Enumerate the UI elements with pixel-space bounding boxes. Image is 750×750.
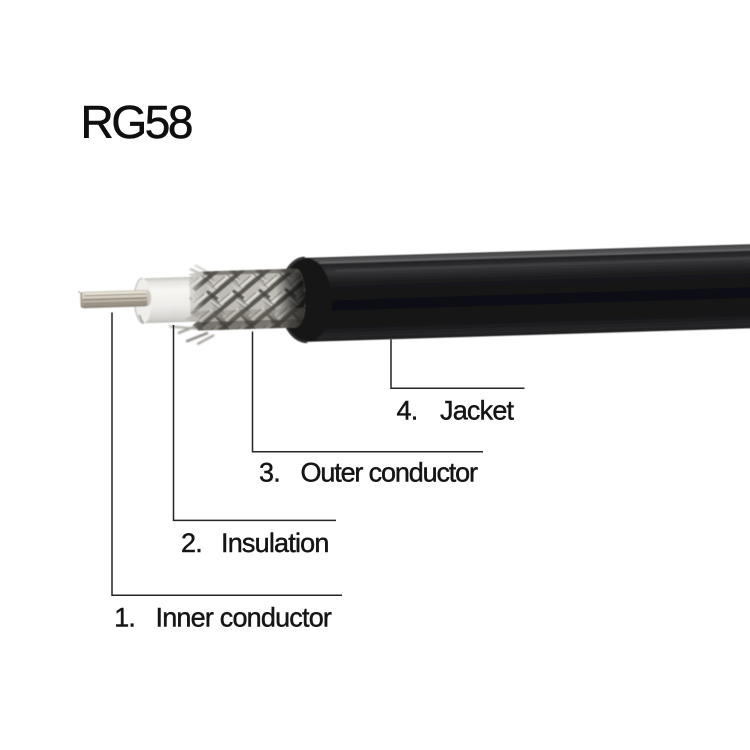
svg-text:Outer conductor: Outer conductor bbox=[301, 458, 479, 488]
svg-text:1.: 1. bbox=[114, 602, 135, 632]
svg-text:4.: 4. bbox=[397, 395, 418, 425]
svg-text:Insulation: Insulation bbox=[221, 528, 329, 558]
svg-text:Inner conductor: Inner conductor bbox=[156, 602, 332, 632]
svg-text:3.: 3. bbox=[259, 458, 280, 488]
svg-text:RG58: RG58 bbox=[81, 96, 192, 148]
svg-text:2.: 2. bbox=[181, 528, 202, 558]
svg-text:Jacket: Jacket bbox=[440, 395, 515, 425]
